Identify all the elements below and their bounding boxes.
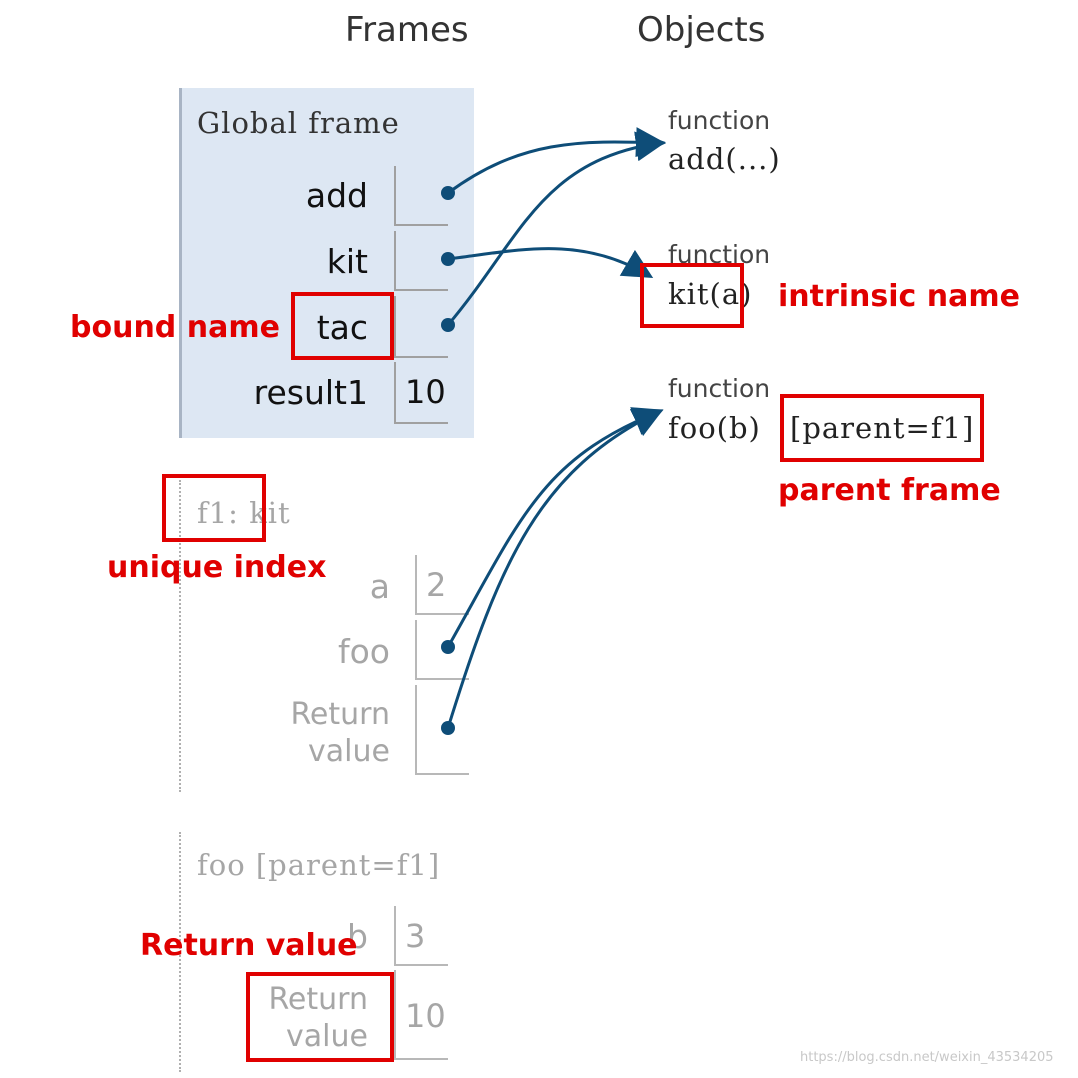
value-cell-return-foo [394, 970, 448, 1060]
pointer-dot-tac [441, 318, 455, 332]
value-cell-b [394, 906, 448, 966]
annotation-parent-frame: parent frame [778, 473, 1001, 508]
arrow-foo-to-function [446, 407, 664, 648]
f1-frame-function-name: kit [249, 496, 291, 530]
annotation-intrinsic-name: intrinsic name [778, 279, 1020, 314]
var-name-return-value-f1: Return value [290, 697, 390, 769]
highlight-parent-frame [780, 394, 984, 462]
value-result1: 10 [405, 373, 446, 411]
value-a: 2 [426, 566, 447, 604]
arrow-add-to-function [447, 127, 666, 195]
f1-frame-border [179, 480, 181, 792]
foo-frame-title: foo [parent=f1] [197, 848, 441, 882]
value-return-foo: 10 [405, 997, 446, 1035]
annotation-return-value: Return value [140, 928, 358, 963]
value-b: 3 [405, 917, 426, 955]
pointer-dot-return-f1 [441, 721, 455, 735]
arrow-kit-to-function [447, 247, 654, 279]
arrow-tac-to-add-function [446, 131, 666, 326]
frames-header: Frames [345, 10, 469, 50]
objects-header: Objects [637, 10, 766, 50]
arrow-return-to-function [446, 409, 664, 729]
value-cell-foo [415, 620, 469, 680]
var-name-b: b [347, 917, 368, 956]
value-cell-return-f1 [415, 685, 469, 775]
object-type-foo: function [668, 374, 771, 403]
pointer-dot-add [441, 186, 455, 200]
pointer-dot-kit [441, 252, 455, 266]
var-name-add: add [305, 176, 368, 215]
annotation-bound-name: bound name [70, 310, 280, 345]
var-name-tac: tac [316, 308, 368, 347]
annotation-unique-index: unique index [107, 550, 327, 585]
var-name-foo: foo [338, 632, 390, 671]
pointer-dot-foo [441, 640, 455, 654]
value-cell-tac [394, 296, 448, 358]
global-frame [179, 88, 474, 438]
global-frame-title: Global frame [197, 106, 400, 140]
watermark: https://blog.csdn.net/weixin_43534205 [800, 1050, 1054, 1065]
highlight-return-value [246, 972, 394, 1062]
object-parent-foo: [parent=f1] [790, 411, 975, 445]
f1-frame-index: f1: [197, 496, 239, 530]
f1-frame-title: f1: kit [197, 496, 291, 530]
object-signature-foo: foo(b) [668, 411, 761, 445]
value-cell-a [415, 555, 469, 615]
var-name-a: a [369, 567, 390, 606]
value-cell-result1 [394, 362, 448, 424]
var-name-kit: kit [326, 242, 368, 281]
highlight-intrinsic-name [640, 263, 744, 328]
highlight-unique-index [162, 474, 266, 542]
value-cell-add [394, 166, 448, 226]
foo-frame-border [179, 832, 181, 1072]
object-signature-kit: kit(a) [668, 277, 753, 311]
var-name-return-value-foo: Return value [268, 982, 368, 1054]
value-cell-kit [394, 231, 448, 291]
highlight-bound-name [291, 292, 394, 360]
object-signature-add: add(...) [668, 142, 781, 176]
object-type-add: function [668, 106, 771, 135]
var-name-result1: result1 [253, 373, 368, 412]
